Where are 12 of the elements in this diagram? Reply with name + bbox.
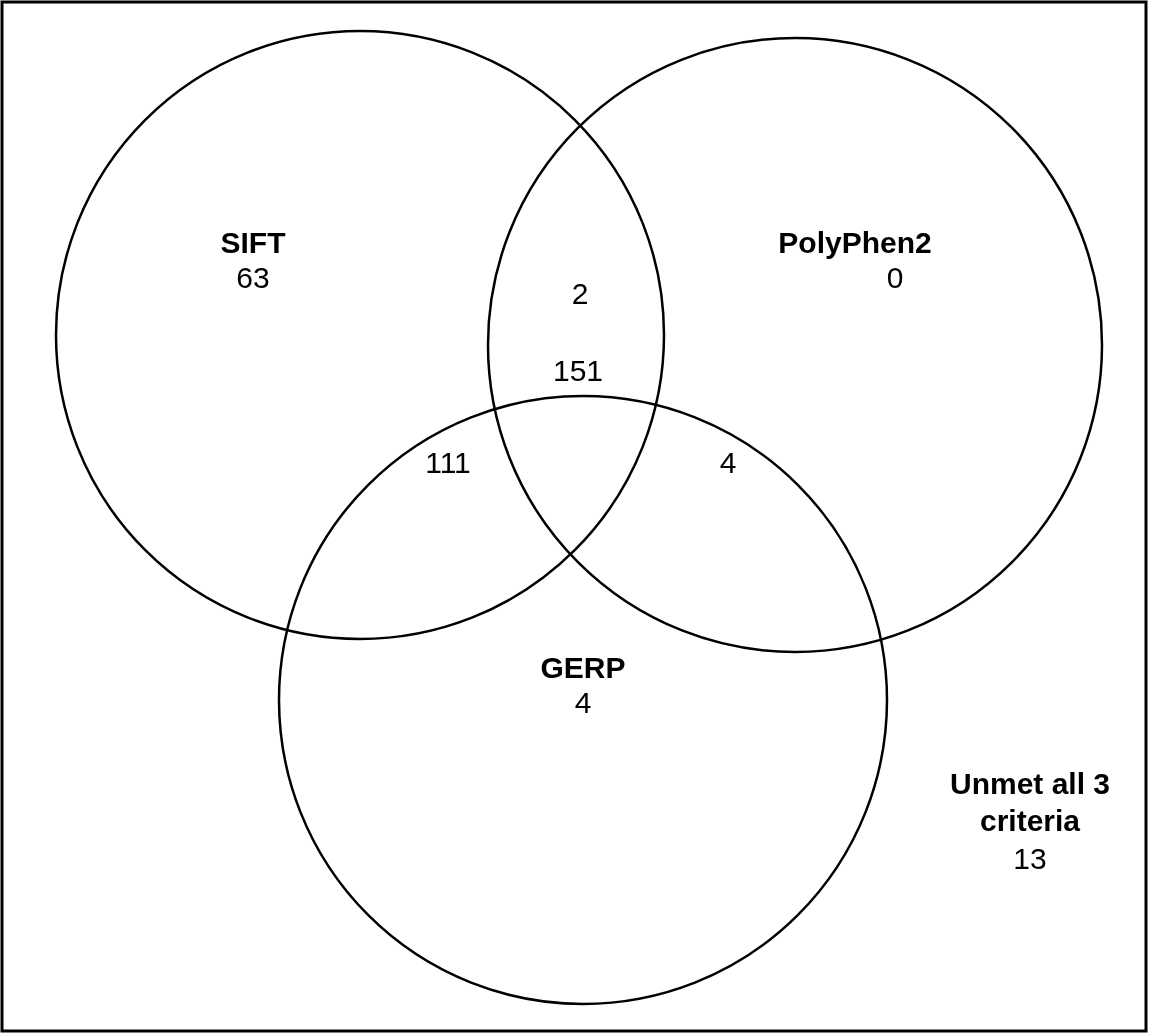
category-label: Unmet all 3 criteria bbox=[948, 766, 1112, 839]
set-name: GERP bbox=[540, 651, 626, 685]
overlap-count: 111 bbox=[425, 444, 471, 481]
overlap-count: 13 bbox=[1013, 840, 1047, 877]
set-count: 4 bbox=[574, 686, 592, 720]
overlap-count: 151 bbox=[552, 352, 604, 389]
overlap-count: 2 bbox=[571, 275, 589, 312]
set-count: 63 bbox=[236, 261, 270, 295]
set-count: 0 bbox=[886, 261, 904, 295]
set-name: PolyPhen2 bbox=[778, 226, 932, 260]
set-name: SIFT bbox=[220, 226, 286, 260]
overlap-count: 4 bbox=[719, 444, 737, 481]
